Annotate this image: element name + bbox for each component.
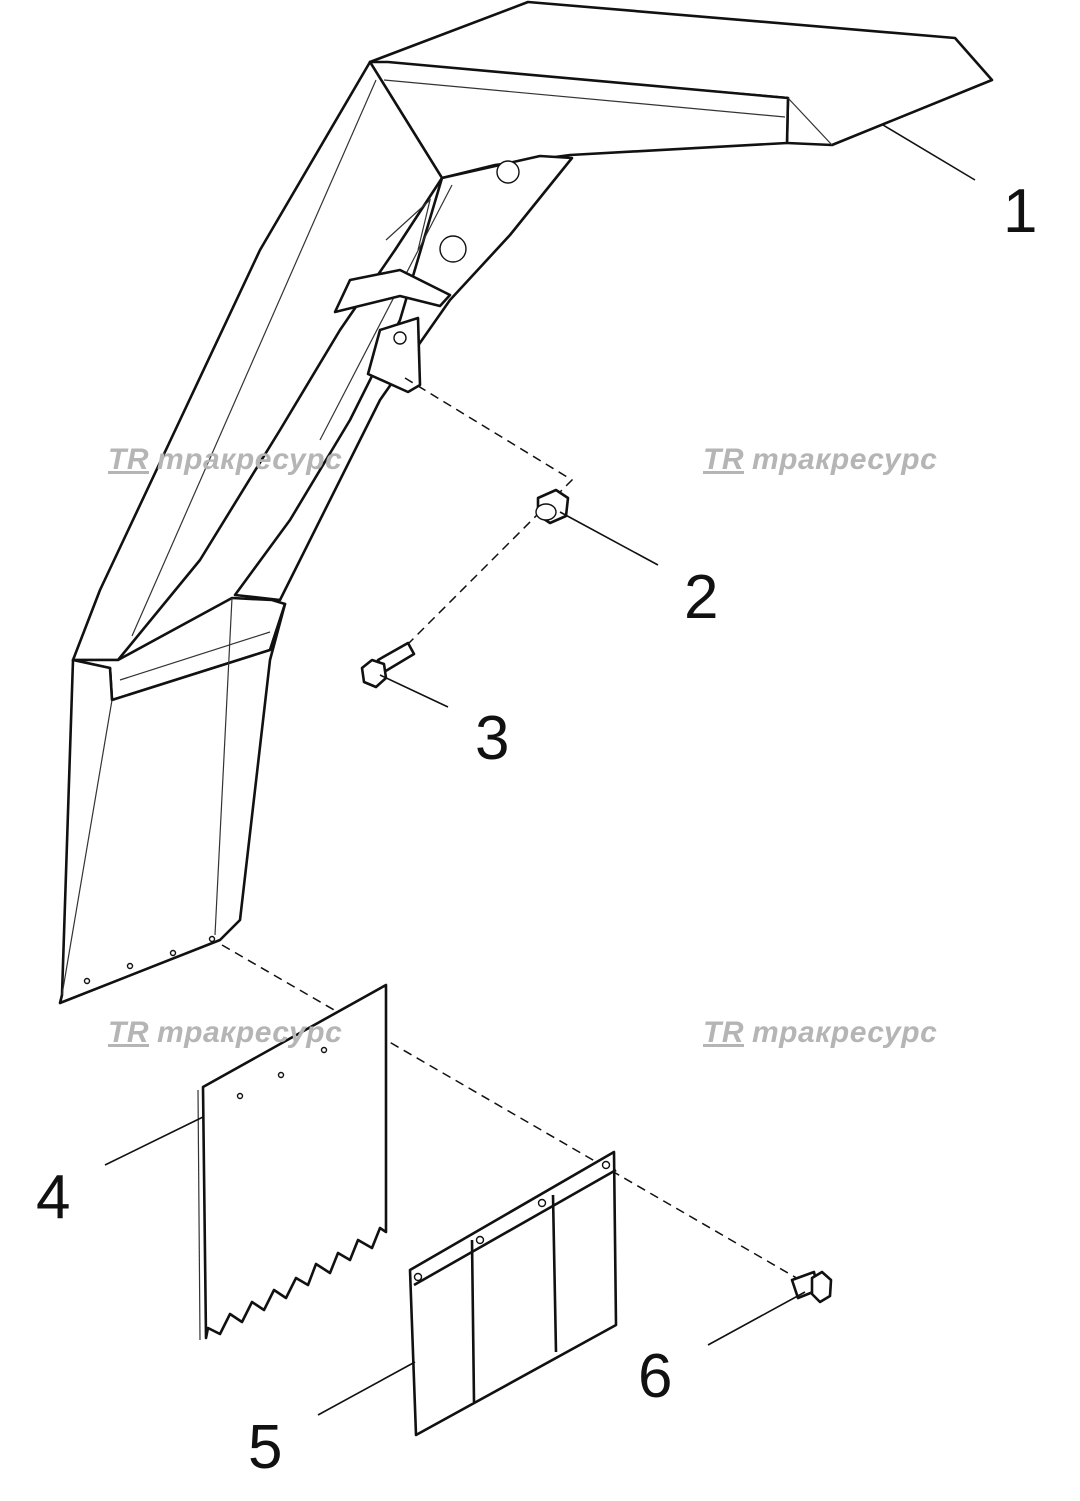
nut-part	[535, 488, 570, 525]
bolt-part	[360, 641, 416, 689]
fender-part	[58, 0, 994, 1005]
watermark-text: тракресурс	[157, 1016, 343, 1049]
callout-2: 2	[684, 563, 718, 632]
watermark-logo: TR	[108, 443, 149, 476]
assembly-line-flap	[221, 944, 801, 1281]
callout-4: 4	[36, 1163, 70, 1232]
leader-line-6	[707, 1291, 806, 1346]
watermark-logo: TR	[703, 443, 744, 476]
watermark-logo: TR	[703, 1016, 744, 1049]
watermark-text: тракресурс	[752, 443, 938, 476]
callout-5: 5	[248, 1413, 282, 1482]
leader-line-1	[882, 124, 976, 181]
mudguard-plate-part	[408, 1150, 618, 1437]
watermark-logo: TR	[108, 1016, 149, 1049]
callout-6: 6	[638, 1342, 672, 1411]
leader-line-2	[559, 511, 659, 566]
watermark-text: тракресурс	[752, 1016, 938, 1049]
leader-line-4	[104, 1116, 204, 1166]
flap-bolt-part	[790, 1270, 833, 1304]
callout-3: 3	[475, 704, 509, 773]
leader-line-3	[379, 674, 449, 708]
rubber-flap-part	[197, 983, 388, 1341]
leader-line-5	[317, 1361, 416, 1416]
callout-1: 1	[1003, 177, 1037, 246]
assembly-line-bolt	[381, 377, 574, 671]
watermark-text: тракресурс	[157, 443, 343, 476]
